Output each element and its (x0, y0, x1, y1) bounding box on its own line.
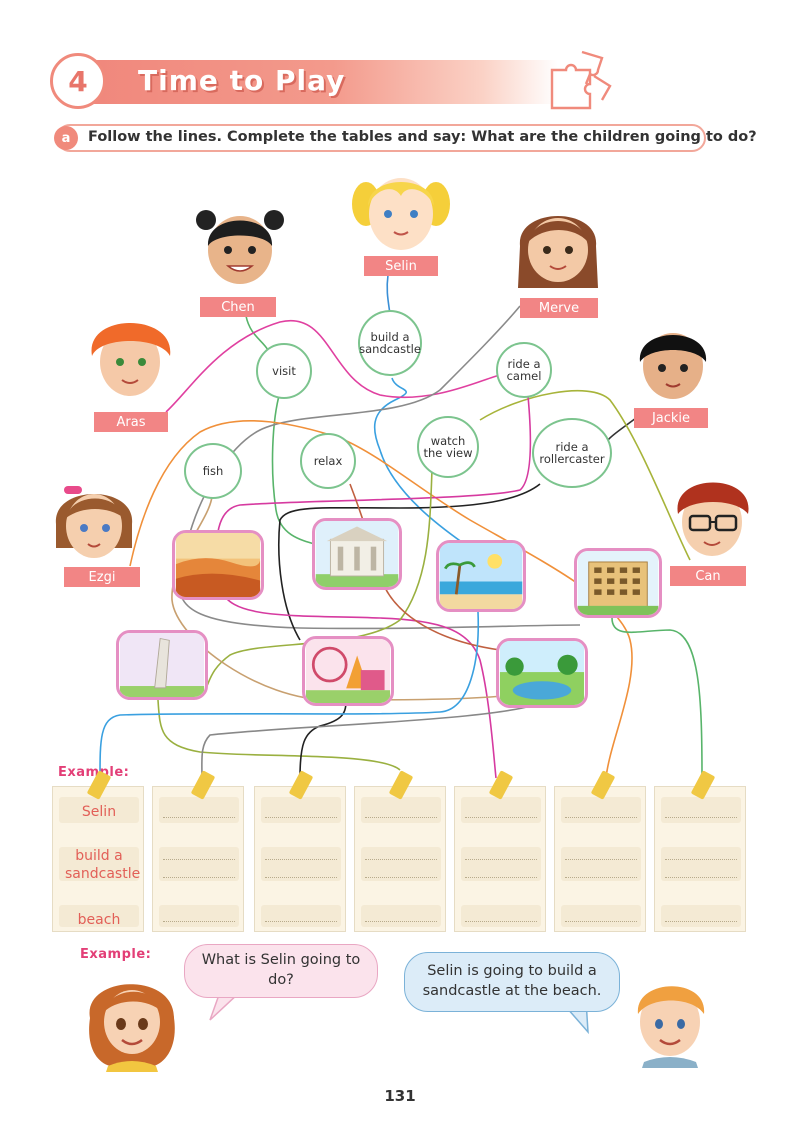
instruction-letter: a (54, 126, 78, 150)
merve-face (518, 216, 598, 288)
bubble-relax: relax (300, 433, 356, 489)
line-aras (165, 319, 501, 413)
example-activity: build a sandcastle (65, 848, 141, 883)
funfair-scene (302, 636, 394, 706)
aras-face (91, 323, 171, 396)
desert-scene (172, 530, 264, 600)
answer-bubble: Selin is going to build a sandcastle at … (404, 952, 620, 1012)
line-chen (245, 315, 269, 351)
bubble-ride-a-camel: ride a camel (496, 342, 552, 398)
table-card-example: Selin build a sandcastle beach (52, 786, 144, 932)
can-face (677, 482, 749, 556)
line-hotel-card (611, 617, 703, 779)
bubble-visit: visit (256, 343, 312, 399)
jackie-face (639, 333, 707, 399)
line-selin (386, 274, 391, 315)
line-visit-museum (271, 391, 319, 546)
line-lake-card (201, 699, 547, 779)
selin-face (352, 178, 450, 250)
table-card-blank[interactable] (254, 786, 346, 932)
name-label-aras: Aras (94, 412, 168, 432)
bubble-ride-a-rollercaster: ride a rollercaster (532, 418, 612, 488)
chen-face (196, 210, 284, 284)
ezgi-face (55, 486, 133, 558)
boy-illustration (637, 986, 705, 1068)
line-can (479, 389, 691, 561)
puzzle-icon (550, 50, 612, 110)
header-band (58, 60, 558, 104)
beach-scene (436, 540, 526, 612)
line-fair-card (299, 699, 347, 779)
line-ezgi (129, 420, 633, 779)
unit-number-badge: 4 (50, 53, 106, 109)
line-pisa-card (157, 699, 401, 771)
table-card-blank[interactable] (152, 786, 244, 932)
example-name: Selin (81, 804, 117, 820)
bubble-build-a-sandcastle: build a sandcastle (358, 310, 422, 376)
name-label-jackie: Jackie (634, 408, 708, 428)
line-beach-card (99, 611, 480, 779)
example-label-dialogue: Example: (80, 947, 152, 962)
museum-scene (312, 518, 402, 590)
hotel-scene (574, 548, 662, 618)
example-label-table: Example: (58, 765, 130, 780)
question-bubble-tail (209, 992, 242, 1021)
girl-illustration (89, 984, 175, 1072)
name-label-selin: Selin (364, 256, 438, 276)
example-place: beach (77, 912, 121, 928)
table-card-blank[interactable] (654, 786, 746, 932)
unit-number: 4 (68, 64, 88, 98)
line-roller-fair (278, 483, 541, 641)
line-build-beach (373, 377, 471, 549)
line-merve (178, 305, 581, 630)
question-bubble: What is Selin going to do? (184, 944, 378, 998)
page-title: Time to Play (138, 64, 346, 97)
line-jackie (607, 417, 637, 441)
table-card-blank[interactable] (454, 786, 546, 932)
table-card-blank[interactable] (354, 786, 446, 932)
bubble-fish: fish (184, 443, 242, 499)
page-number: 131 (384, 1087, 416, 1105)
name-label-chen: Chen (200, 297, 276, 317)
name-label-merve: Merve (520, 298, 598, 318)
name-label-can: Can (670, 566, 746, 586)
lake-park-scene (496, 638, 588, 708)
bubble-watch-the-view: watch the view (417, 416, 479, 478)
name-label-ezgi: Ezgi (64, 567, 140, 587)
table-card-blank[interactable] (554, 786, 646, 932)
pisa-tower-scene (116, 630, 208, 700)
instruction-text: Follow the lines. Complete the tables an… (88, 129, 757, 145)
